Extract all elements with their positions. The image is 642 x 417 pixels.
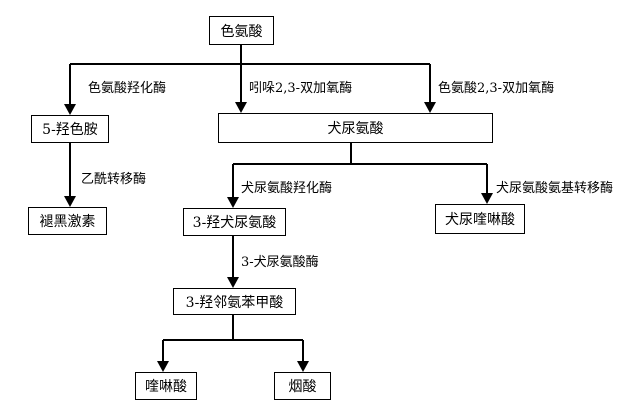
node-kynurenine: 犬尿氨酸 xyxy=(218,113,493,143)
arrowhead-aanat xyxy=(64,196,76,207)
arrowhead-kat xyxy=(481,193,493,204)
node-quinolinic-acid: 喹啉酸 xyxy=(135,372,197,400)
enzyme-label-tryptophan-hydroxylase: 色氨酸羟化酶 xyxy=(88,81,167,96)
arrowhead-tdo xyxy=(424,102,436,113)
enzyme-label-kynurenine-hydroxylase: 犬尿氨酸羟化酶 xyxy=(241,181,333,196)
arrowhead-tph xyxy=(64,104,76,115)
arrowhead-nicotinic xyxy=(297,361,309,372)
node-melatonin: 褪黑激素 xyxy=(28,207,107,235)
node-5-hydroxytryptamine: 5-羟色胺 xyxy=(31,115,109,143)
node-kynurenic-acid: 犬尿喹啉酸 xyxy=(435,204,525,234)
node-tryptophan: 色氨酸 xyxy=(209,16,274,45)
enzyme-label-indoleamine-dioxygenase: 吲哚2,3-双加氧酶 xyxy=(249,81,353,96)
arrowhead-kynu xyxy=(227,277,239,288)
node-nicotinic-acid: 烟酸 xyxy=(274,372,331,400)
node-3-hydroxykynurenine: 3-羟犬尿氨酸 xyxy=(183,208,286,236)
node-3-hydroxyanthranilic-acid: 3-羟邻氨苯甲酸 xyxy=(173,288,296,315)
arrowhead-quinolinic xyxy=(157,361,169,372)
enzyme-label-kynureninase: 3-犬尿氨酸酶 xyxy=(241,255,319,270)
arrowhead-ido xyxy=(235,102,247,113)
enzyme-label-kynurenine-aminotransferase: 犬尿氨酸氨基转移酶 xyxy=(496,181,614,196)
enzyme-label-tryptophan-dioxygenase: 色氨酸2,3-双加氧酶 xyxy=(438,81,555,96)
enzyme-label-acetyltransferase: 乙酰转移酶 xyxy=(81,172,147,187)
arrowhead-kmo xyxy=(227,197,239,208)
